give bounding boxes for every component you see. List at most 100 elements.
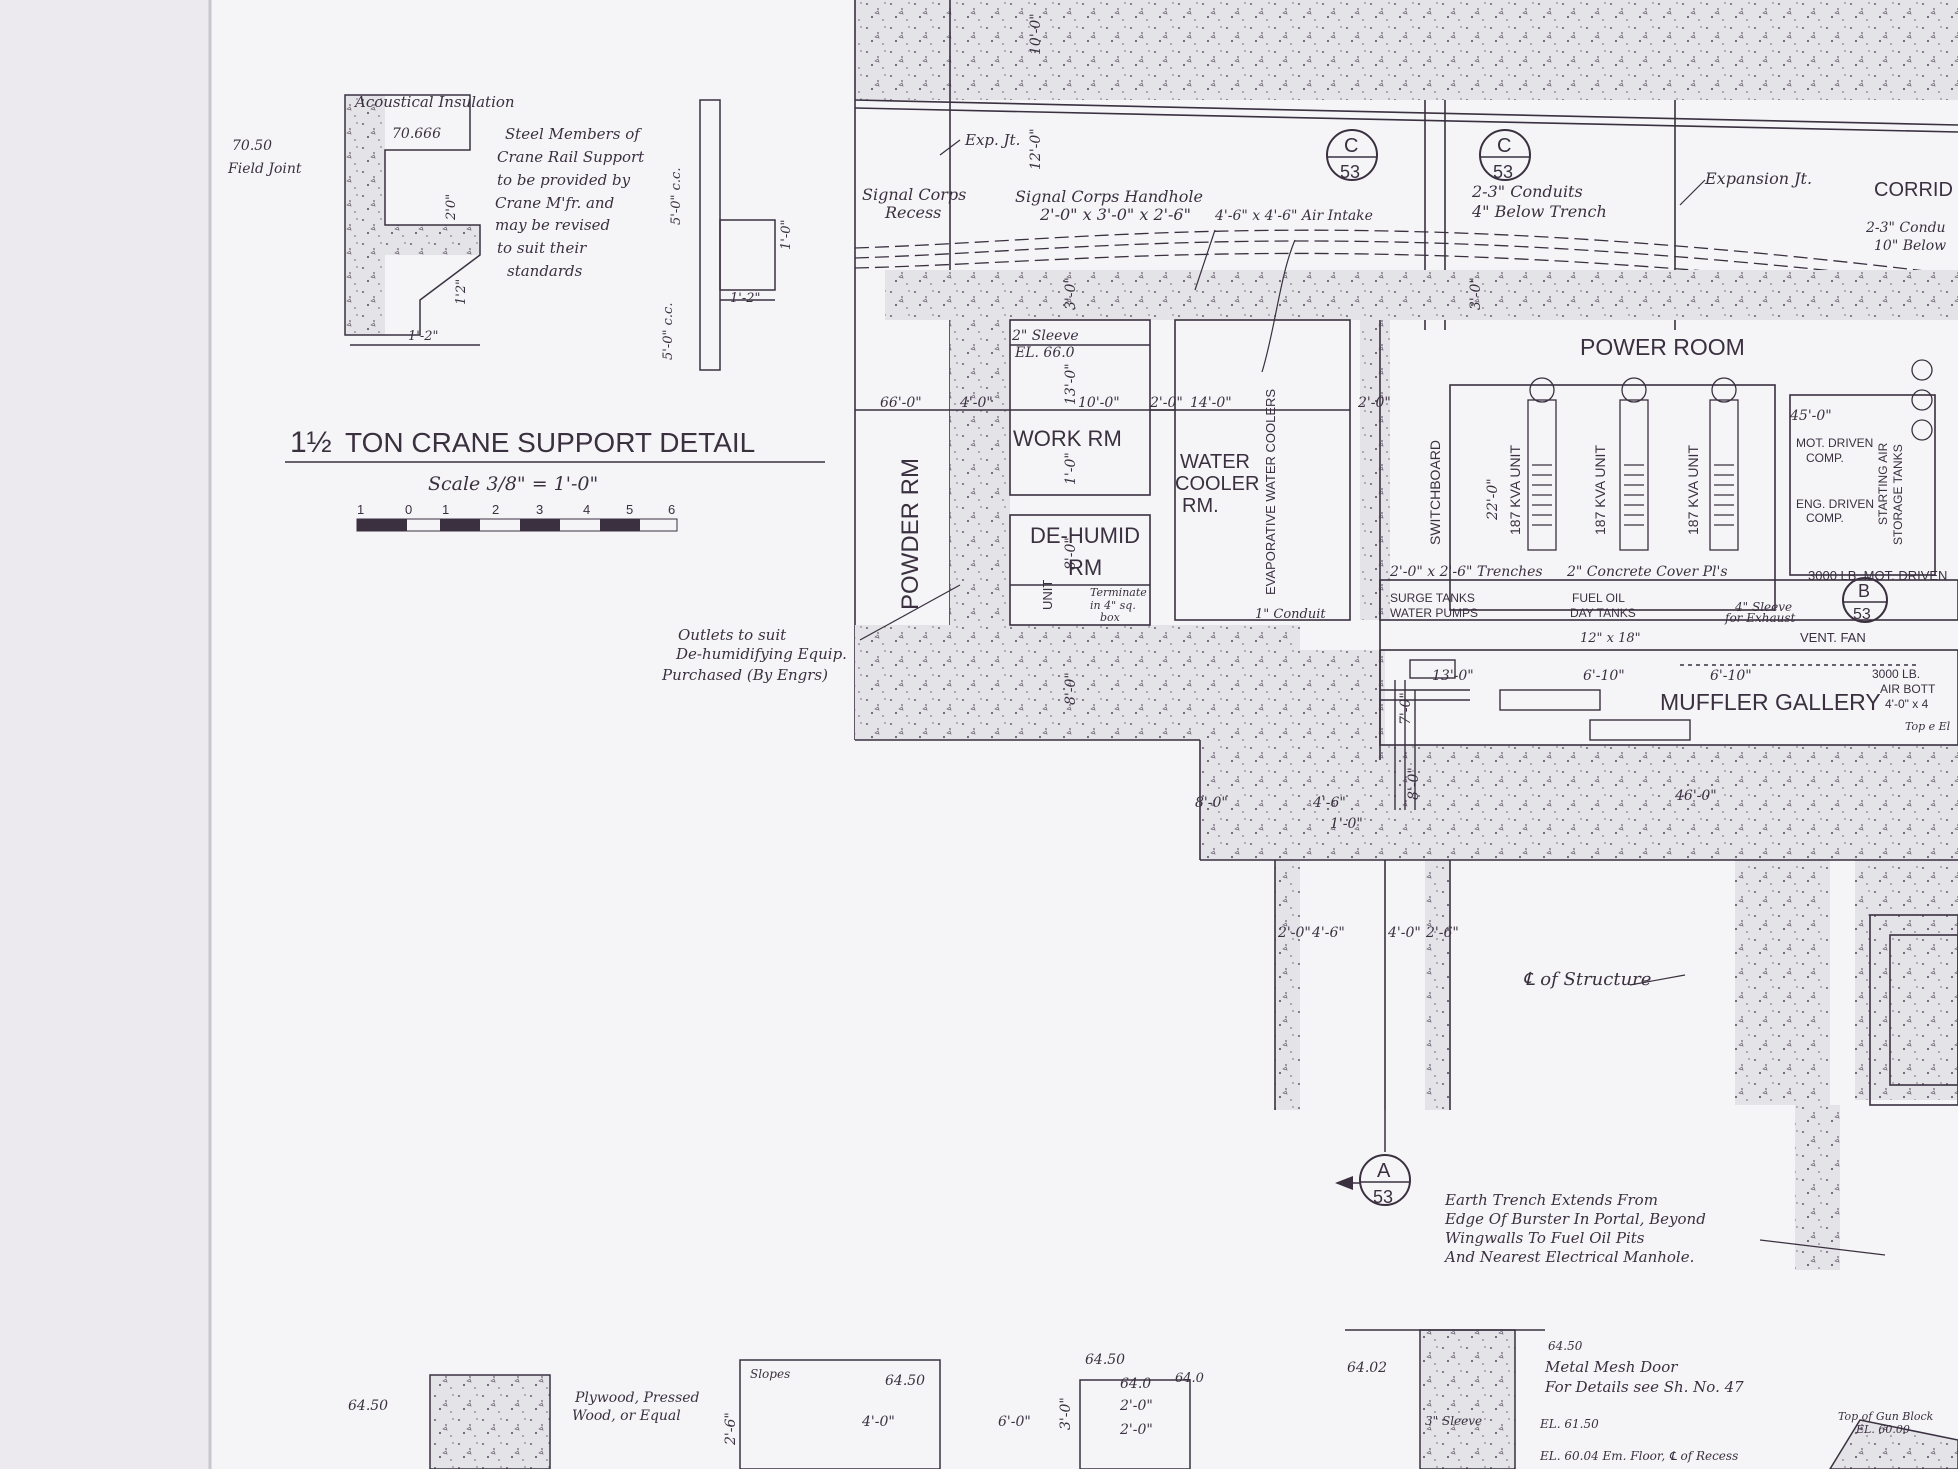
svg-text:64.0: 64.0 (1175, 1371, 1204, 1386)
svg-text:3000 LB.: 3000 LB. (1872, 667, 1920, 681)
left-margin (0, 0, 210, 1469)
svg-text:STORAGE TANKS: STORAGE TANKS (1891, 444, 1905, 545)
svg-text:FUEL OIL: FUEL OIL (1572, 591, 1625, 605)
room-power: POWER ROOM (1580, 334, 1745, 360)
svg-text:3: 3 (536, 502, 543, 517)
svg-text:Signal Corps Handhole: Signal Corps Handhole (1015, 187, 1203, 206)
svg-text:WATER PUMPS: WATER PUMPS (1390, 606, 1478, 620)
svg-text:RM.: RM. (1182, 495, 1219, 517)
crane-acoustical-label: Acoustical Insulation (353, 93, 515, 111)
svg-text:2'-0": 2'-0" (1277, 925, 1311, 941)
svg-text:1'2": 1'2" (454, 279, 469, 305)
svg-text:8'-0": 8'-0" (1195, 795, 1228, 811)
svg-text:3" Sleeve: 3" Sleeve (1425, 1414, 1482, 1428)
svg-text:4" Below Trench: 4" Below Trench (1471, 202, 1607, 221)
svg-text:1'-0": 1'-0" (1063, 452, 1079, 485)
svg-text:for Exhaust: for Exhaust (1724, 611, 1796, 625)
svg-text:SURGE TANKS: SURGE TANKS (1390, 591, 1475, 605)
svg-text:6'-10": 6'-10" (1583, 668, 1625, 684)
svg-text:53: 53 (1340, 162, 1360, 182)
crane-steel-note: Steel Members of Crane Rail Support to b… (495, 125, 645, 280)
crane-elev-7050: 70.50 (232, 138, 272, 154)
svg-text:COMP.: COMP. (1806, 511, 1844, 525)
svg-text:22'-0": 22'-0" (1485, 478, 1501, 521)
svg-text:STARTING AIR: STARTING AIR (1876, 442, 1890, 525)
svg-text:UNIT: UNIT (1040, 580, 1055, 610)
svg-text:EL. 60.00: EL. 60.00 (1855, 1423, 1910, 1436)
svg-text:Outlets to suit: Outlets to suit (678, 626, 787, 644)
svg-text:ENG. DRIVEN: ENG. DRIVEN (1796, 497, 1874, 511)
svg-text:A: A (1377, 1160, 1391, 1182)
svg-text:2'-6": 2'-6" (723, 1412, 739, 1446)
svg-text:to suit their: to suit their (497, 239, 587, 257)
svg-text:1: 1 (357, 502, 364, 517)
note-earth-trench: Earth Trench Extends From Edge Of Burste… (1443, 1191, 1706, 1266)
svg-text:7'-0": 7'-0" (1398, 692, 1414, 725)
svg-text:Wingwalls To Fuel Oil Pits: Wingwalls To Fuel Oil Pits (1445, 1229, 1645, 1247)
svg-text:Edge Of Burster In Portal, Bey: Edge Of Burster In Portal, Beyond (1444, 1210, 1706, 1228)
svg-text:1'-0": 1'-0" (779, 220, 794, 251)
svg-text:Earth Trench Extends From: Earth Trench Extends From (1444, 1191, 1658, 1209)
svg-text:5'-0" c.c.: 5'-0" c.c. (669, 168, 684, 225)
svg-text:1" Conduit: 1" Conduit (1255, 607, 1326, 622)
room-switchboard: SWITCHBOARD (1427, 440, 1443, 545)
svg-text:46'-0": 46'-0" (1674, 788, 1717, 804)
crane-scale-ticks: 1 0 1 2 3 4 5 6 (357, 502, 675, 517)
svg-text:4'-0": 4'-0" (861, 1414, 895, 1430)
crane-scale: Scale 3/8" = 1'-0" (428, 473, 598, 495)
svg-text:standards: standards (507, 262, 583, 280)
svg-text:13'-0": 13'-0" (1063, 363, 1079, 405)
svg-text:MOT. DRIVEN: MOT. DRIVEN (1796, 436, 1873, 450)
svg-text:4'-6": 4'-6" (1311, 925, 1345, 941)
svg-text:53: 53 (1373, 1187, 1393, 1207)
svg-text:64.50: 64.50 (1548, 1339, 1583, 1353)
svg-text:℄ of Structure: ℄ of Structure (1523, 969, 1651, 990)
note-outlets: Outlets to suit De-humidifying Equip. Pu… (661, 626, 847, 684)
svg-text:1: 1 (442, 502, 449, 517)
svg-text:COOLER: COOLER (1175, 473, 1259, 495)
svg-text:4'-6" x 4'-6" Air Intake: 4'-6" x 4'-6" Air Intake (1214, 208, 1373, 224)
svg-text:6: 6 (668, 502, 675, 517)
svg-text:10" Below: 10" Below (1874, 238, 1946, 254)
svg-text:Terminate: Terminate (1090, 586, 1147, 599)
note-exp-jt-left: Exp. Jt. (964, 131, 1020, 149)
earth-band-top (855, 0, 1958, 100)
svg-text:12'-0": 12'-0" (1028, 128, 1044, 170)
svg-text:2'-0": 2'-0" (1119, 1422, 1153, 1438)
svg-text:2'-0": 2'-0" (1119, 1398, 1153, 1414)
svg-text:Recess: Recess (884, 203, 941, 222)
svg-text:RM: RM (1068, 555, 1102, 580)
svg-text:6'-10": 6'-10" (1710, 668, 1752, 684)
svg-text:Signal Corps: Signal Corps (862, 185, 966, 204)
svg-text:2-3" Conduits: 2-3" Conduits (1471, 182, 1583, 201)
svg-text:2" Concrete Cover Pl's: 2" Concrete Cover Pl's (1566, 564, 1728, 580)
svg-text:4'-0": 4'-0" (959, 395, 993, 411)
svg-text:1'-0": 1'-0" (1330, 816, 1363, 832)
svg-text:Purchased (By Engrs): Purchased (By Engrs) (661, 666, 828, 684)
bottom-details (429, 1329, 1958, 1469)
svg-text:3000 LB. MOT. DRIVEN: 3000 LB. MOT. DRIVEN (1808, 568, 1947, 583)
svg-text:De-humidifying Equip.: De-humidifying Equip. (675, 645, 847, 663)
room-dehumid: DE-HUMID (1030, 523, 1140, 548)
svg-text:187 KVA UNIT: 187 KVA UNIT (1685, 445, 1701, 535)
svg-text:may be revised: may be revised (495, 216, 610, 234)
svg-text:4'-6": 4'-6" (1312, 795, 1346, 811)
svg-text:8'-0": 8'-0" (1063, 672, 1079, 705)
svg-text:3'-0": 3'-0" (1063, 277, 1079, 310)
crane-title: TON CRANE SUPPORT DETAIL (345, 427, 755, 458)
svg-text:2'0": 2'0" (444, 194, 459, 221)
svg-text:Top of Gun Block: Top of Gun Block (1838, 1410, 1934, 1423)
dimension-labels: 66'-0" 4'-0" 10'-0" 2'-0" 14'-0" 2'-0" 4… (348, 13, 1832, 1446)
svg-text:Wood, or Equal: Wood, or Equal (572, 1408, 681, 1424)
svg-text:2'-0": 2'-0" (1357, 395, 1391, 411)
svg-text:8'-0": 8'-0" (1406, 767, 1422, 800)
svg-text:B: B (1858, 581, 1870, 601)
svg-text:EL. 66.0: EL. 66.0 (1014, 345, 1075, 361)
svg-text:3'-0": 3'-0" (1058, 1397, 1074, 1430)
svg-text:187 KVA UNIT: 187 KVA UNIT (1592, 445, 1608, 535)
svg-text:4'-0" x 4: 4'-0" x 4 (1885, 697, 1929, 711)
crane-detail-drawing (285, 94, 825, 532)
svg-text:EVAPORATIVE WATER COOLERS: EVAPORATIVE WATER COOLERS (1263, 389, 1278, 595)
svg-text:EL. 60.04 Em. Floor, ℄ of Rece: EL. 60.04 Em. Floor, ℄ of Recess (1539, 1449, 1738, 1463)
